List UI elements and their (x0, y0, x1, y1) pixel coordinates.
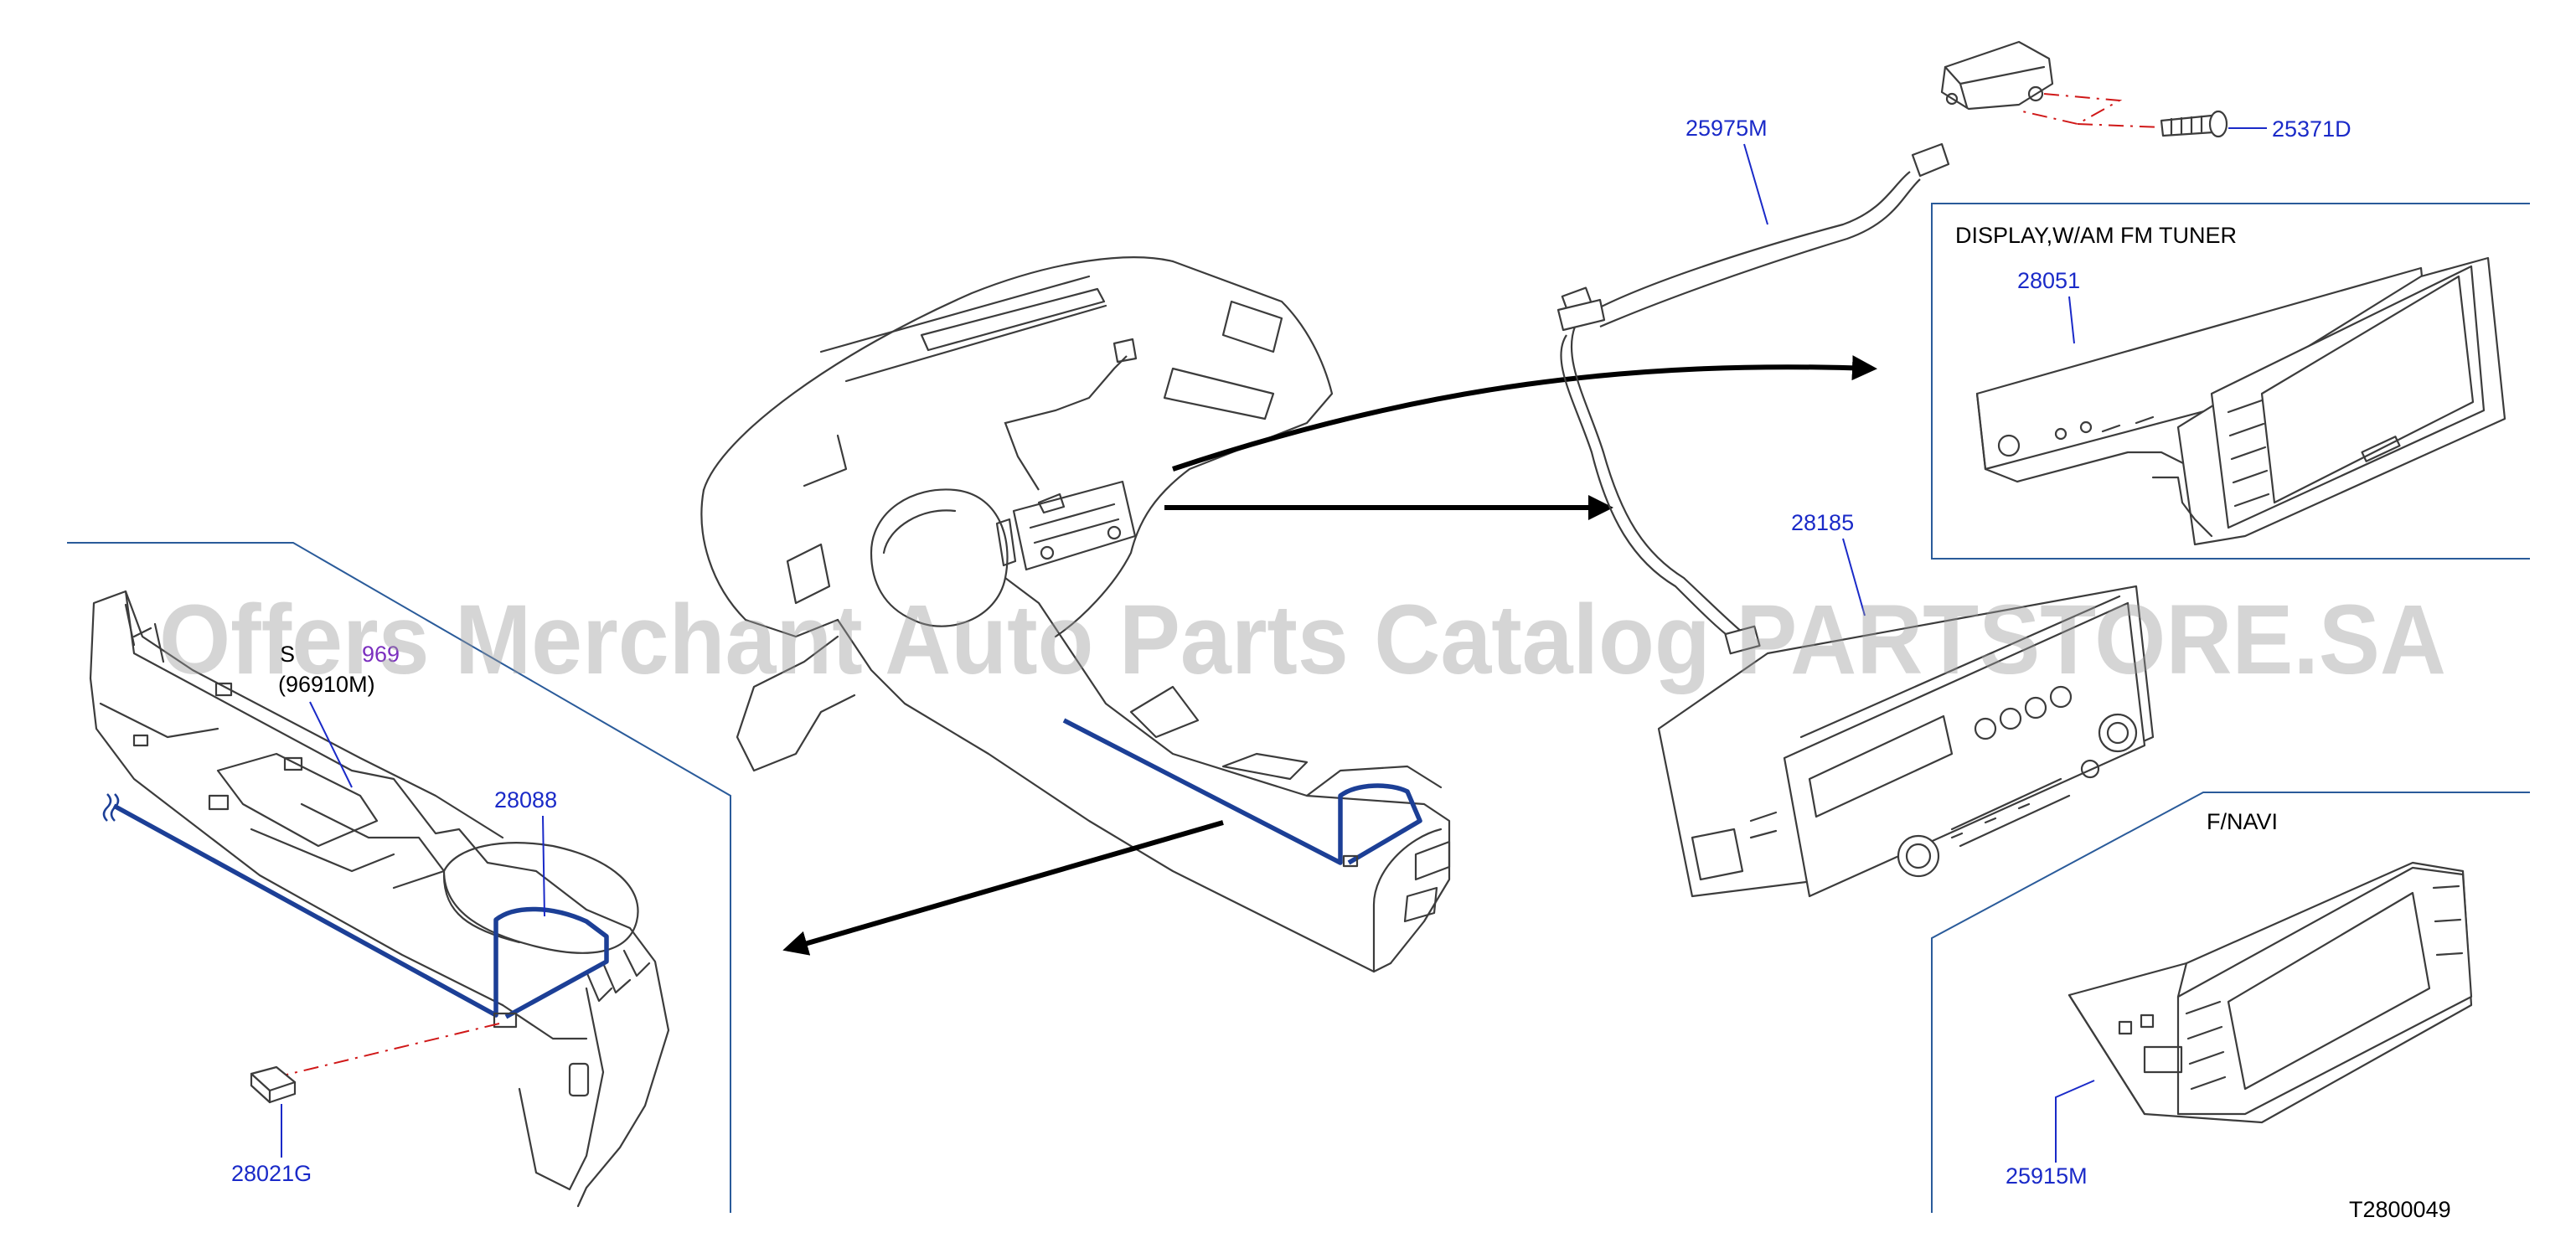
screw-25371D-icon (2160, 110, 2228, 138)
section-ref-number: (96910M) (278, 672, 375, 697)
harness-28088-detail (112, 803, 609, 1019)
svg-text:28185[interactable]: 28185 (1791, 510, 1854, 535)
part-label-28051[interactable]: 28051 (2017, 268, 2080, 344)
navi-frame (1931, 792, 2530, 1213)
install-line (282, 1023, 500, 1076)
harness-end-mark-icon (102, 793, 120, 822)
antenna-cable-25975M (1556, 142, 1950, 655)
display-tuner-unit-28051 (1975, 256, 2506, 546)
console-detail-frame (67, 542, 731, 1213)
part-label-25371D[interactable]: 25371D (2228, 116, 2351, 142)
display-tuner-title: DISPLAY,W/AM FM TUNER (1955, 223, 2237, 248)
part-label-28185[interactable]: 28185 (1791, 510, 1866, 616)
section-number-link[interactable]: 969 (362, 642, 400, 667)
harness-28088-dashboard (1062, 718, 1422, 865)
part-label-25915M[interactable]: 25915M (2006, 1080, 2095, 1189)
arrow-to-display-tuner (1172, 355, 1877, 472)
dashboard-audio-unit-icon (995, 480, 1137, 571)
antenna-screw-install-line (2018, 93, 2162, 128)
antenna-module-icon (1940, 40, 2054, 111)
section-callout: S 969 (96910M) (278, 642, 400, 788)
center-console-drawing (89, 590, 670, 1208)
svg-text:25975M[interactable]: 25975M (1685, 116, 1768, 141)
svg-text:28051[interactable]: 28051 (2017, 268, 2080, 293)
dashboard-antenna-icon (1112, 338, 1138, 364)
navi-unit-25915M (2068, 861, 2473, 1124)
svg-text:28088[interactable]: 28088 (494, 787, 557, 812)
navi-title: F/NAVI (2207, 809, 2278, 834)
connector-icon (493, 1012, 518, 1029)
part-label-28021G[interactable]: 28021G (231, 1104, 312, 1186)
section-prefix: S (280, 642, 295, 667)
arrow-to-console (782, 820, 1224, 956)
svg-text:25371D[interactable]: 25371D (2272, 116, 2351, 142)
dashboard-drawing (700, 256, 1451, 973)
dashboard-connector-icon (1342, 854, 1359, 868)
svg-text:25915M[interactable]: 25915M (2006, 1163, 2088, 1189)
display-tuner-frame (1931, 203, 2530, 560)
part-label-28088[interactable]: 28088 (494, 787, 557, 917)
diagram-code: T2800049 (2349, 1197, 2451, 1222)
svg-text:28021G[interactable]: 28021G (231, 1161, 312, 1186)
clip-28021G-icon (250, 1065, 297, 1104)
part-label-25975M[interactable]: 25975M (1685, 116, 1768, 225)
callout-arrows (782, 355, 1877, 956)
audio-unit-28185 (1657, 585, 2155, 898)
watermark-text: Offers Merchant Auto Parts Catalog PARTS… (159, 585, 2446, 695)
dashboard-antenna-cable (1004, 355, 1128, 491)
